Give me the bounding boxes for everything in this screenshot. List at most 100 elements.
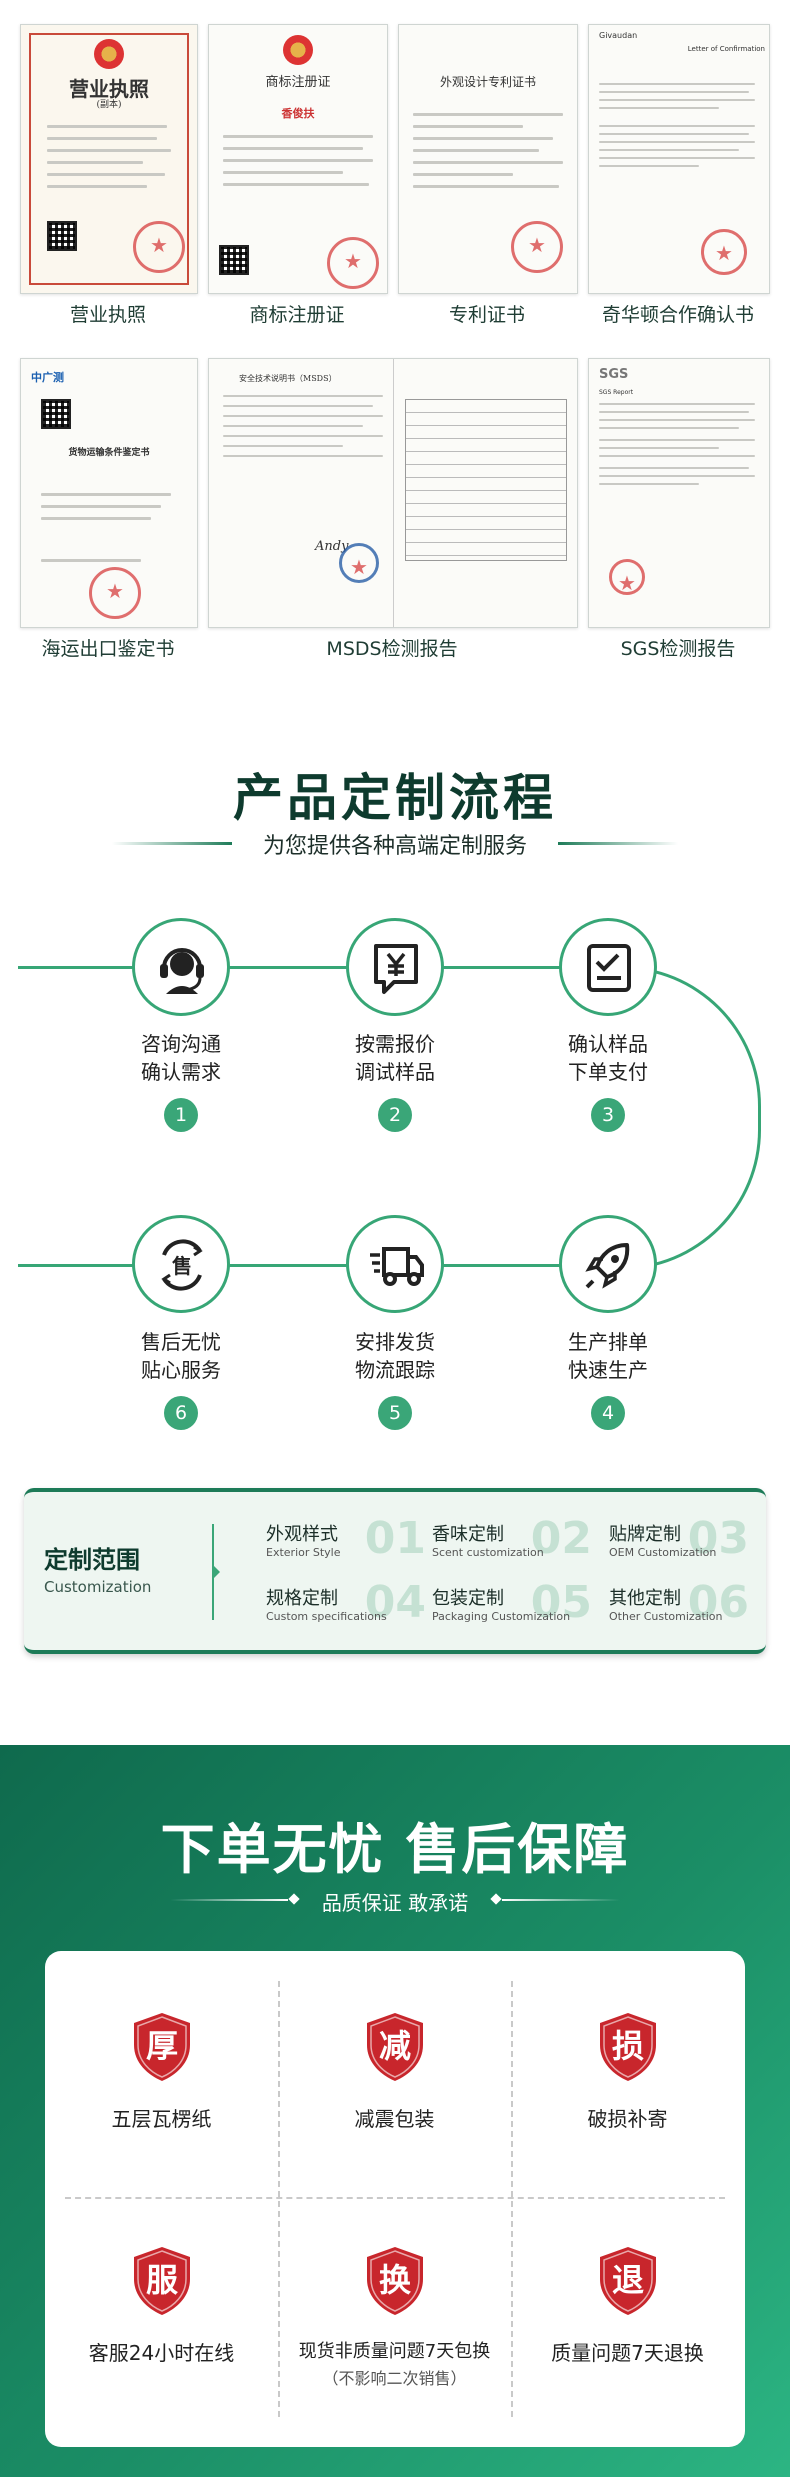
customization-item-label: 外观样式 xyxy=(266,1524,338,1545)
step-1-label: 咨询沟通 确认需求 xyxy=(91,1030,271,1086)
guarantee-item-shockproof-packaging: 减 减震包装 xyxy=(278,1951,511,2197)
national-emblem-icon xyxy=(94,39,124,69)
customization-title-en: Customization xyxy=(44,1578,152,1596)
customization-item-exterior[interactable]: 01 外观样式 Exterior Style xyxy=(266,1514,436,1570)
step-2-circle[interactable] xyxy=(346,918,444,1016)
delivery-truck-icon xyxy=(370,1247,424,1286)
customization-item-label: 包装定制 xyxy=(432,1588,504,1609)
card-divider xyxy=(65,2197,725,2199)
customization-item-label-en: Other Customization xyxy=(609,1610,723,1623)
step-5-circle[interactable] xyxy=(346,1215,444,1313)
certificate-sgs[interactable]: SGS SGS Report SGS检测报告 xyxy=(588,358,770,668)
certificate-image: 商标注册证 香俊扶 xyxy=(208,24,388,294)
certificate-doc-note: (副本) xyxy=(96,100,122,110)
customization-item-number: 03 xyxy=(687,1513,749,1564)
certificate-image: 中广测 货物运输条件鉴定书 xyxy=(20,358,198,628)
certificate-caption: 奇华顿合作确认书 xyxy=(601,304,754,326)
customization-item-number: 05 xyxy=(530,1577,592,1628)
step-4-line1: 生产排单 xyxy=(568,1330,648,1354)
certificate-sea-export[interactable]: 中广测 货物运输条件鉴定书 海运出口鉴定书 xyxy=(20,358,198,668)
official-seal-icon xyxy=(701,229,747,275)
certificate-signature: Andy xyxy=(315,539,349,554)
shield-badge-char: 服 xyxy=(145,2261,178,2299)
official-seal-icon xyxy=(327,237,379,289)
guarantee-card: 厚 五层瓦楞纸 减 减震包装 损 破损补寄 xyxy=(45,1951,745,2447)
certificates-section: 营业执照 (副本) 营业执照 商标注册证 香俊扶 xyxy=(0,0,790,700)
certificate-business-license[interactable]: 营业执照 (副本) 营业执照 xyxy=(20,24,198,334)
customization-item-number: 04 xyxy=(364,1577,426,1628)
certificate-patent[interactable]: 外观设计专利证书 专利证书 xyxy=(398,24,578,334)
guarantee-item-note: （不影响二次销售） xyxy=(322,2369,467,2388)
certificate-doc-title: 外观设计专利证书 xyxy=(439,75,536,89)
step-4-line2: 快速生产 xyxy=(568,1358,648,1382)
shield-badge-icon: 减 xyxy=(363,2011,427,2083)
step-2-number: 2 xyxy=(378,1098,412,1132)
customization-process-section: 产品定制流程 为您提供各种高端定制服务 咨询沟通 确认需求 1 xyxy=(0,700,790,1745)
sgs-logo: SGS xyxy=(599,367,629,382)
official-seal-icon xyxy=(89,567,141,619)
shield-badge-icon: 厚 xyxy=(130,2011,194,2083)
customization-item-specifications[interactable]: 04 规格定制 Custom specifications xyxy=(266,1578,436,1634)
guarantee-item-7-day-exchange: 换 现货非质量问题7天包换 （不影响二次销售） xyxy=(278,2197,511,2443)
step-3-line1: 确认样品 xyxy=(568,1032,648,1056)
customization-item-oem[interactable]: 03 贴牌定制 OEM Customization xyxy=(609,1514,759,1570)
step-3-circle[interactable] xyxy=(559,918,657,1016)
process-track-bottom xyxy=(18,1264,608,1267)
yuan-quote-icon xyxy=(374,944,418,994)
certificate-givaudan[interactable]: Givaudan Letter of Confirmation 奇华顿合作确认书 xyxy=(588,24,770,334)
step-1-number: 1 xyxy=(164,1098,198,1132)
guarantee-item-damage-resend: 损 破损补寄 xyxy=(511,1951,744,2197)
step-6-circle[interactable]: 售 xyxy=(132,1215,230,1313)
shield-badge-icon: 换 xyxy=(363,2245,427,2317)
step-1-circle[interactable] xyxy=(132,918,230,1016)
qr-code-icon xyxy=(41,399,71,429)
customization-item-packaging[interactable]: 05 包装定制 Packaging Customization xyxy=(432,1578,602,1634)
guarantee-item-label: 现货非质量问题7天包换 xyxy=(298,2341,491,2362)
guarantee-item-24h-service: 服 客服24小时在线 xyxy=(45,2197,278,2443)
certificate-image: 外观设计专利证书 xyxy=(398,24,578,294)
certificate-doc-note: SGS Report xyxy=(599,389,634,396)
guarantee-item-label: 五层瓦楞纸 xyxy=(111,2107,212,2131)
step-1-line2: 确认需求 xyxy=(141,1060,221,1084)
customization-item-number: 06 xyxy=(687,1577,749,1628)
certificate-doc-title: 商标注册证 xyxy=(265,75,331,90)
process-subtitle: 为您提供各种高端定制服务 xyxy=(262,834,527,859)
customization-item-other[interactable]: 06 其他定制 Other Customization xyxy=(609,1578,759,1634)
certificate-doc-title: Letter of Confirmation xyxy=(687,45,765,53)
guarantee-subtitle-line-left xyxy=(170,1899,288,1901)
step-4-label: 生产排单 快速生产 xyxy=(518,1328,698,1384)
card-divider xyxy=(278,1981,280,2417)
customization-item-label-en: Packaging Customization xyxy=(432,1610,571,1623)
subtitle-line-left xyxy=(112,842,232,845)
official-seal-icon xyxy=(511,221,563,273)
step-4-circle[interactable] xyxy=(559,1215,657,1313)
guarantee-item-label: 客服24小时在线 xyxy=(88,2341,235,2365)
step-6-number: 6 xyxy=(164,1396,198,1430)
shield-badge-icon: 损 xyxy=(596,2011,660,2083)
certificate-msds[interactable]: 安全技术说明书（MSDS） Andy MSDS检测报告 xyxy=(208,358,578,668)
customization-item-scent[interactable]: 02 香味定制 Scent customization xyxy=(432,1514,602,1570)
customization-item-number: 01 xyxy=(364,1513,426,1564)
shield-badge-icon: 服 xyxy=(130,2245,194,2317)
certificate-doc-note: 香俊扶 xyxy=(281,107,315,120)
customization-title: 定制范围 xyxy=(44,1546,140,1574)
customization-item-label: 其他定制 xyxy=(609,1588,681,1609)
guarantee-subtitle: 品质保证 敢承诺 xyxy=(321,1891,469,1915)
subtitle-line-right xyxy=(558,842,678,845)
customization-item-label-en: Scent customization xyxy=(432,1546,544,1559)
certificate-caption: 海运出口鉴定书 xyxy=(41,638,175,660)
guarantee-subtitle-line-right xyxy=(502,1899,620,1901)
certificate-image: Givaudan Letter of Confirmation xyxy=(588,24,770,294)
certificate-image: SGS SGS Report xyxy=(588,358,770,628)
shield-badge-char: 换 xyxy=(378,2261,411,2299)
certificate-caption: SGS检测报告 xyxy=(620,638,736,660)
customization-item-label: 规格定制 xyxy=(266,1588,338,1609)
customization-divider xyxy=(212,1524,220,1620)
lab-seal-icon xyxy=(339,543,379,583)
step-2-line1: 按需报价 xyxy=(355,1032,435,1056)
process-title: 产品定制流程 xyxy=(233,769,557,827)
certificate-trademark[interactable]: 商标注册证 香俊扶 商标注册证 xyxy=(208,24,388,334)
customer-service-icon xyxy=(160,948,204,994)
certificate-doc-note: 中广测 xyxy=(31,371,64,384)
certificate-image: 营业执照 (副本) xyxy=(20,24,198,294)
